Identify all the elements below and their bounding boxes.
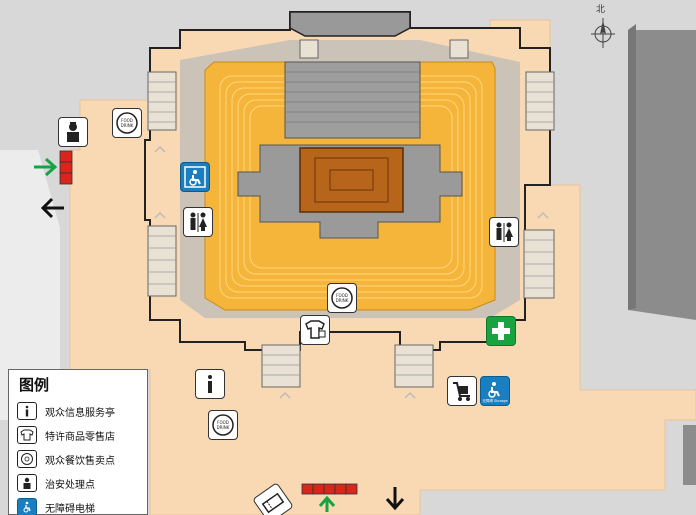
court: [299, 147, 404, 213]
court-inner-line: [314, 157, 389, 203]
compass: 北: [589, 2, 617, 50]
shirt-shop-icon: [17, 426, 37, 444]
legend-label: 特许商品零售店: [45, 431, 115, 443]
road-west: [0, 150, 60, 420]
legend-label: 观众餐饮售卖点: [45, 455, 115, 467]
svg-text:FOOD: FOOD: [217, 420, 229, 425]
south-gate: [301, 483, 358, 495]
restroom-icon-east[interactable]: [489, 217, 519, 247]
accessible-storage-icon[interactable]: 无障碍 Storage: [480, 376, 510, 406]
exit-arrow-west: [40, 197, 64, 219]
west-gate: [59, 150, 73, 185]
legend-title: 图例: [19, 376, 50, 394]
adjacent-building-side: [628, 24, 636, 310]
svg-text:DRINK: DRINK: [121, 123, 134, 128]
legend-row-shop: 特许商品零售店: [17, 423, 139, 447]
adjacent-building-south: [683, 425, 696, 485]
accessible-elevator-icon[interactable]: [180, 162, 210, 192]
police-icon: [17, 474, 37, 492]
court-center-line: [329, 169, 374, 191]
police-icon[interactable]: [58, 117, 88, 147]
first-aid-icon[interactable]: [486, 316, 516, 346]
accessible-elevator-icon: [17, 498, 37, 515]
svg-text:DRINK: DRINK: [336, 298, 349, 303]
svg-text:FOOD: FOOD: [336, 293, 348, 298]
info-icon: [17, 402, 37, 420]
svg-text:DRINK: DRINK: [217, 425, 230, 430]
exit-arrow-south: [385, 487, 405, 511]
legend-label: 治安处理点: [45, 479, 95, 491]
legend-label: 无障碍电梯: [45, 503, 95, 515]
north-stand-rows: [285, 71, 420, 123]
food-drink-icon: [17, 450, 37, 468]
ticket-icon[interactable]: [252, 482, 294, 515]
stair-blocks: [147, 39, 555, 388]
legend-row-info: 观众信息服务亭: [17, 399, 139, 423]
roof-top: [289, 11, 411, 37]
info-icon[interactable]: [195, 369, 225, 399]
entry-arrow-south: [318, 495, 336, 512]
flow-chevrons: [154, 145, 549, 399]
shirt-shop-icon[interactable]: [300, 315, 330, 345]
legend-row-food: 观众餐饮售卖点: [17, 447, 139, 471]
entry-arrow-west: [34, 157, 58, 177]
svg-text:无障碍 Storage: 无障碍 Storage: [482, 398, 507, 403]
restroom-icon-west[interactable]: [183, 207, 213, 237]
legend: 图例 观众信息服务亭 特许商品零售店 观众餐饮售卖点 治安处理点 无障碍电梯: [8, 369, 148, 515]
legend-row-police: 治安处理点: [17, 471, 139, 495]
stair-lines: [148, 81, 554, 376]
north-stand: [284, 61, 421, 139]
compass-north-label: 北: [596, 5, 606, 15]
luggage-cart-icon[interactable]: [447, 376, 477, 406]
svg-text:FOOD: FOOD: [121, 118, 133, 123]
adjacent-building: [628, 30, 696, 320]
legend-row-elevator: 无障碍电梯: [17, 495, 139, 515]
legend-label: 观众信息服务亭: [45, 407, 115, 419]
